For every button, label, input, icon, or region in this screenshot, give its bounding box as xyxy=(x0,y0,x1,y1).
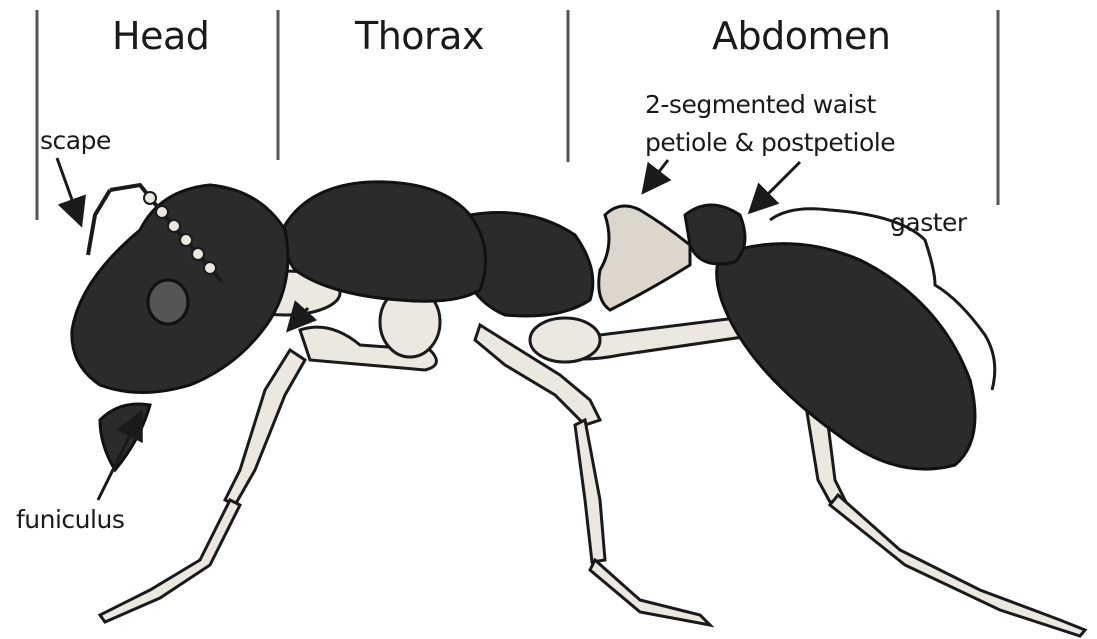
eye xyxy=(148,280,188,324)
section-label-thorax: Thorax xyxy=(355,14,484,58)
mandible-shape xyxy=(100,404,150,470)
part-label-funiculus: funiculus xyxy=(16,505,124,534)
ant-body xyxy=(72,182,975,470)
postpetiole-shape xyxy=(685,205,745,264)
part-label-scape: scape xyxy=(40,126,111,155)
petiole-shape xyxy=(599,206,690,310)
part-label-gaster: gaster xyxy=(890,208,967,237)
section-label-head: Head xyxy=(112,14,209,58)
part-label-waist-line2: petiole & postpetiole xyxy=(645,128,895,157)
section-label-abdomen: Abdomen xyxy=(712,14,890,58)
part-label-waist-line1: 2-segmented waist xyxy=(645,90,876,119)
gaster-shape xyxy=(717,244,975,469)
